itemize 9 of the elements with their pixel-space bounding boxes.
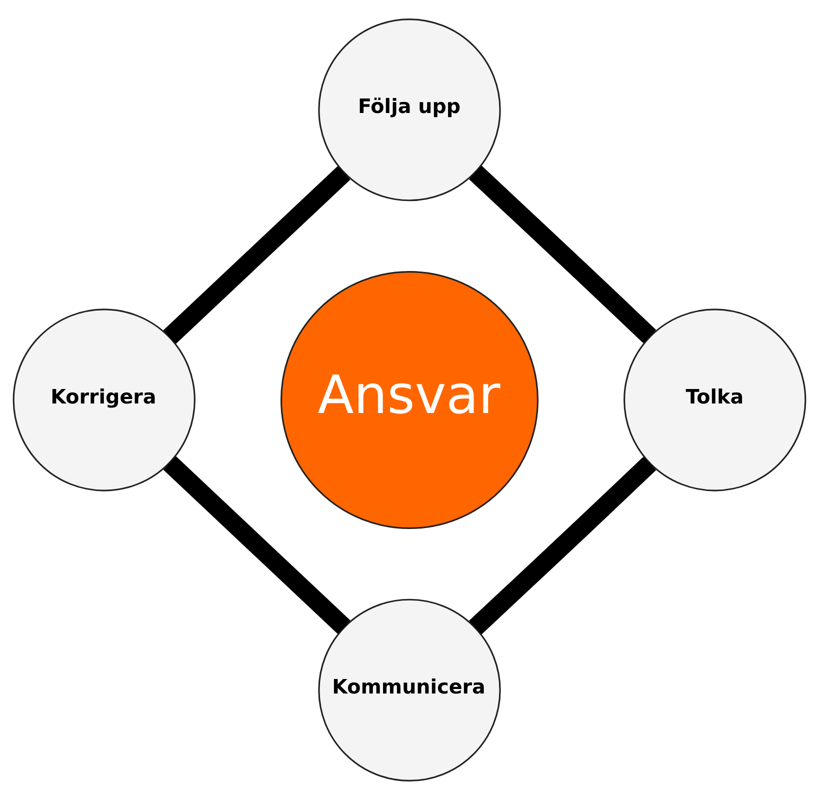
node-circle: Ansvar: [280, 270, 539, 529]
connector: [469, 456, 656, 634]
connector: [163, 456, 350, 634]
node-circle: Följa upp: [318, 18, 501, 201]
node-circle: Korrigera: [12, 308, 196, 491]
connector: [163, 166, 350, 344]
connector: [469, 165, 656, 343]
node-circle: Tolka: [624, 308, 806, 491]
node-circle: Kommunicera: [318, 598, 501, 781]
